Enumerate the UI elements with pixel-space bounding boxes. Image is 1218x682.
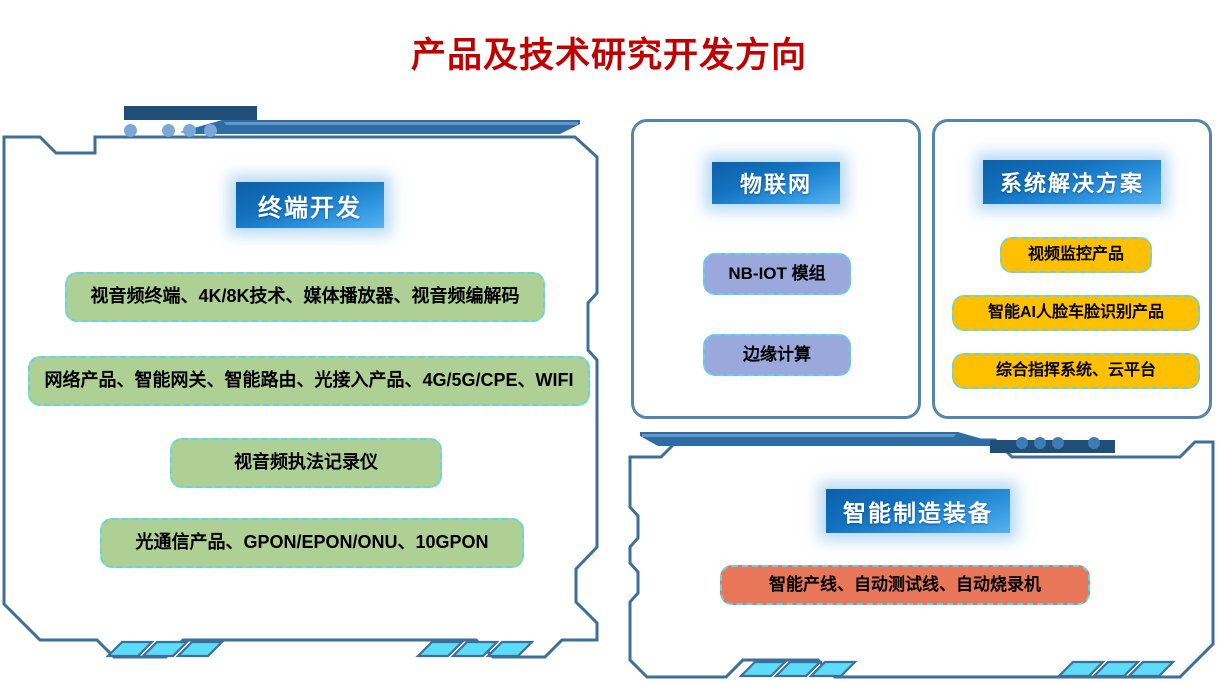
manufacturing-item-0-label: 智能产线、自动测试线、自动烧录机 bbox=[769, 574, 1041, 594]
manufacturing-deco-dot-2 bbox=[1034, 437, 1046, 449]
solution-item-1-label: 智能AI人脸车脸识别产品 bbox=[987, 304, 1164, 322]
iot-panel-header-label: 物联网 bbox=[739, 172, 812, 197]
manufacturing-deco-dot-3 bbox=[1052, 437, 1064, 449]
terminal-panel-header-label: 终端开发 bbox=[258, 194, 362, 222]
terminal-item-3[interactable]: 光通信产品、GPON/EPON/ONU、10GPON bbox=[100, 518, 524, 568]
iot-item-0-label: NB-IOT 模组 bbox=[728, 263, 826, 283]
terminal-item-3-label: 光通信产品、GPON/EPON/ONU、10GPON bbox=[135, 532, 489, 553]
terminal-deco-dot-2 bbox=[162, 124, 175, 137]
terminal-deco-dot-3 bbox=[183, 124, 196, 137]
terminal-deco-dot-1 bbox=[124, 124, 137, 137]
iot-item-1[interactable]: 边缘计算 bbox=[703, 334, 851, 376]
terminal-deco-dot-4 bbox=[204, 124, 217, 137]
solution-item-0[interactable]: 视频监控产品 bbox=[1000, 237, 1152, 273]
solution-panel-header: 系统解决方案 bbox=[983, 160, 1161, 204]
terminal-deco-bar bbox=[124, 106, 257, 120]
terminal-item-0[interactable]: 视音频终端、4K/8K技术、媒体播放器、视音频编解码 bbox=[65, 272, 545, 322]
manufacturing-deco-dot-1 bbox=[1016, 437, 1028, 449]
terminal-item-0-label: 视音频终端、4K/8K技术、媒体播放器、视音频编解码 bbox=[90, 286, 520, 307]
solution-item-1[interactable]: 智能AI人脸车脸识别产品 bbox=[952, 295, 1200, 331]
iot-item-1-label: 边缘计算 bbox=[743, 344, 811, 364]
solution-panel-header-label: 系统解决方案 bbox=[999, 171, 1144, 196]
terminal-item-2-label: 视音频执法记录仪 bbox=[234, 452, 378, 473]
page-title: 产品及技术研究开发方向 bbox=[410, 36, 807, 75]
solution-item-0-label: 视频监控产品 bbox=[1027, 246, 1124, 264]
terminal-item-1-label: 网络产品、智能网关、智能路由、光接入产品、4G/5G/CPE、WIFI bbox=[44, 370, 574, 391]
manufacturing-panel-frame bbox=[628, 438, 1215, 679]
terminal-deco-arrow bbox=[180, 120, 580, 134]
iot-panel-header: 物联网 bbox=[712, 162, 840, 204]
terminal-item-1[interactable]: 网络产品、智能网关、智能路由、光接入产品、4G/5G/CPE、WIFI bbox=[28, 356, 590, 406]
manufacturing-panel-header-label: 智能制造装备 bbox=[843, 500, 993, 526]
manufacturing-deco-arrow bbox=[640, 432, 1000, 446]
manufacturing-deco-dot-4 bbox=[1088, 437, 1100, 449]
manufacturing-item-0[interactable]: 智能产线、自动测试线、自动烧录机 bbox=[720, 565, 1090, 605]
solution-item-2-label: 综合指挥系统、云平台 bbox=[995, 362, 1156, 380]
terminal-item-2[interactable]: 视音频执法记录仪 bbox=[170, 438, 442, 488]
terminal-panel-header: 终端开发 bbox=[236, 182, 384, 228]
manufacturing-panel-header: 智能制造装备 bbox=[826, 489, 1010, 533]
iot-item-0[interactable]: NB-IOT 模组 bbox=[703, 253, 851, 295]
solution-item-2[interactable]: 综合指挥系统、云平台 bbox=[952, 353, 1200, 389]
